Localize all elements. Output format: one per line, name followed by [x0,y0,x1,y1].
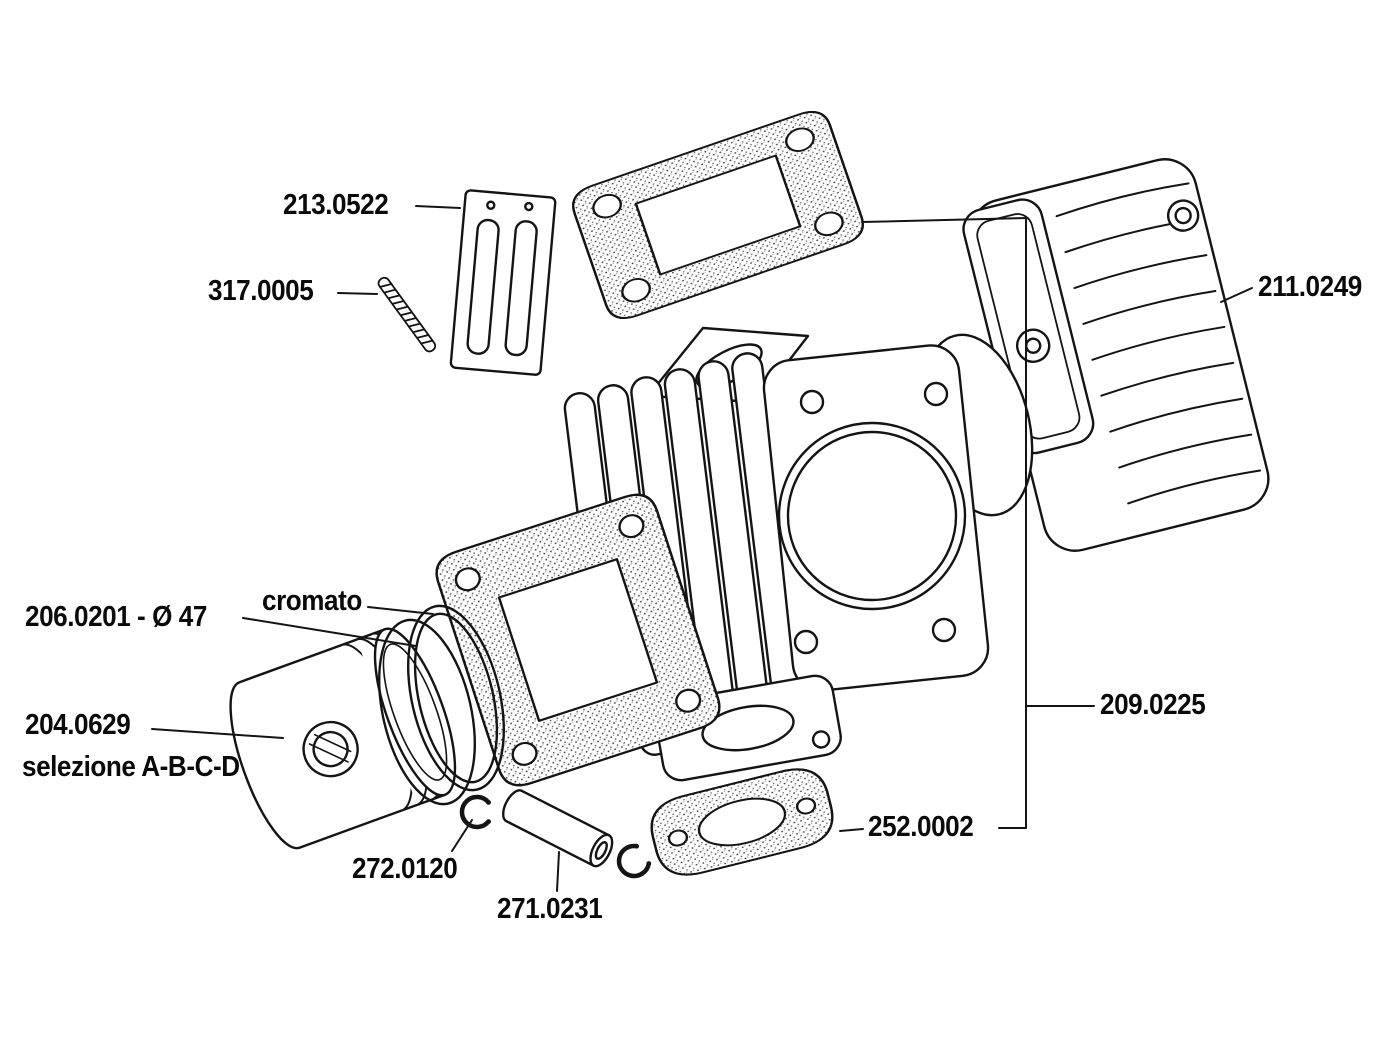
label-exhaust-gasket: 252.0002 [868,811,974,843]
label-piston-ring: 206.0201 - Ø 47 [25,601,207,633]
stud-drawing [377,276,437,353]
label-piston-pin: 271.0231 [497,893,603,925]
leader-lines [151,205,1253,892]
base-gasket-drawing [435,493,721,787]
label-ring-finish: cromato [262,585,362,617]
label-cylinder-head: 211.0249 [1258,271,1362,303]
exhaust-gasket-drawing [650,768,834,876]
label-circlips: 272.0120 [352,853,458,885]
label-gasket-set: 209.0225 [1100,689,1206,721]
cylinder-drawing [563,326,990,782]
piston-pin-drawing [501,789,614,868]
reed-petals-drawing [449,189,557,376]
label-piston: 204.0629 [25,709,131,741]
label-stud: 317.0005 [208,275,314,307]
label-reed-petals: 213.0522 [283,189,389,221]
piston-rings-drawing [377,604,506,806]
piston-drawing [229,627,457,850]
label-piston-selection: selezione A-B-C-D [22,751,240,783]
top-gasket-drawing [572,111,864,319]
head-cover-plate [962,198,1095,455]
spark-plug-boss [1166,199,1200,232]
cylinder-head-drawing [962,158,1270,552]
circlips-drawing [459,794,652,879]
